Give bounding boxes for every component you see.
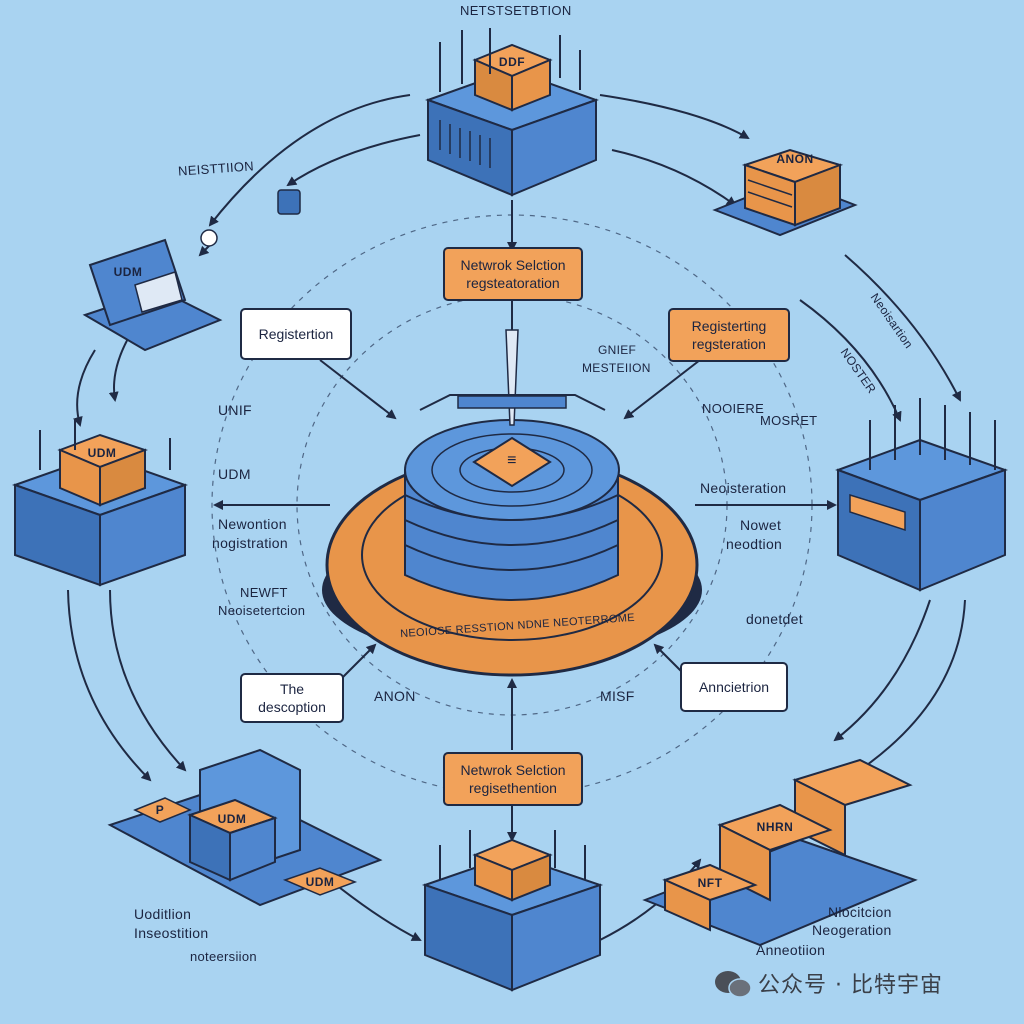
center-stack-icon-label: ≡ [507,452,517,469]
node-bottom-left-b-label: UDM [217,812,247,826]
box-left-registration: Registertion [240,308,352,360]
central-hub [322,329,702,677]
right-mid-c-label: Neoisteration [700,480,787,496]
box-left-description: The descoption [240,673,344,723]
right-mid-d-label: Nowet [740,517,782,533]
bottom-right-1-label: Nlocitcion [828,904,892,920]
node-bottom-right-a-label: NFT [697,876,723,890]
node-bottom-left-a-label: P [155,803,165,817]
watermark-text: 公众号 · 比特宇宙 [758,973,943,998]
left-mid-1-label: Newontion [218,516,287,532]
server-top [425,28,599,197]
right-low-label: donetdet [746,611,803,627]
radial-arrows [198,200,837,842]
watermark: 公众号 · 比特宇宙 [714,966,1004,1000]
box-top-center: Netwrok Selction regsteatoration [443,247,583,301]
node-bottom-right-b-label: NHRN [756,820,794,834]
wechat-icon [715,971,752,998]
left-mid-2-label: nogistration [212,535,288,551]
box-right-registering-line2: regsteration [692,336,766,352]
right-mid-b-label: MOSRET [760,413,818,428]
box-right-registering: Registerting regsteration [668,308,790,362]
box-left-description-line2: descoption [258,699,326,715]
outer-arrows [67,94,966,941]
bottom-right-2-label: Neogeration [812,922,892,938]
center-left-a-label: UNIF [218,402,252,418]
box-bottom-center-line2: regisethention [469,780,557,796]
server-bottom [421,830,604,992]
left-low-1-label: NEWFT [240,585,288,600]
cluster-bottom-left [107,748,383,907]
box-top-center-line2: regsteatoration [466,275,560,291]
node-bottom-left-c-label: UDM [305,875,335,889]
box-bottom-center-line1: Netwrok Selction [460,762,566,778]
box-left-description-line1: The [279,681,305,697]
left-low-2-label: Neoisetertcion [218,603,306,618]
box-right-registering-line1: Registerting [691,318,767,334]
box-bottom-center: Netwrok Selction regisethention [443,752,583,806]
right-mid-e-label: neodtion [726,536,783,552]
node-top-label: DDF [498,55,526,69]
box-right-association: Anncietrion [680,662,788,712]
cluster-bottom-right [642,758,918,947]
box-left-registration-line1: Registertion [258,326,334,342]
center-top-small-2-label: MESTEIION [582,361,651,375]
laptop-upper-right [712,148,858,237]
server-left [11,420,189,587]
box-top-center-line1: Netwrok Selction [460,257,566,273]
node-left-laptop-label: UDM [113,265,143,279]
bottom-right-3-label: Anneotiion [756,942,826,958]
bottom-left-2-label: Inseostition [134,925,209,941]
node-left-server-label: UDM [87,446,117,460]
laptop-left [82,189,301,352]
right-mid-a-label: NOOIERE [702,401,765,416]
bottom-left-3-label: noteersiion [190,949,257,964]
center-top-small-1-label: GNIEF [598,343,637,357]
box-right-association-line1: Anncietrion [698,679,770,695]
title-label: NETSTSETBTION [460,3,572,18]
bottom-left-1-label: Uoditlion [134,906,192,922]
bottom-center-right-label: MISF [600,688,635,704]
server-right [835,398,1009,592]
center-left-b-label: UDM [218,466,251,482]
node-upper-right-label: ANON [776,152,814,166]
bottom-center-left-label: ANON [374,688,416,704]
